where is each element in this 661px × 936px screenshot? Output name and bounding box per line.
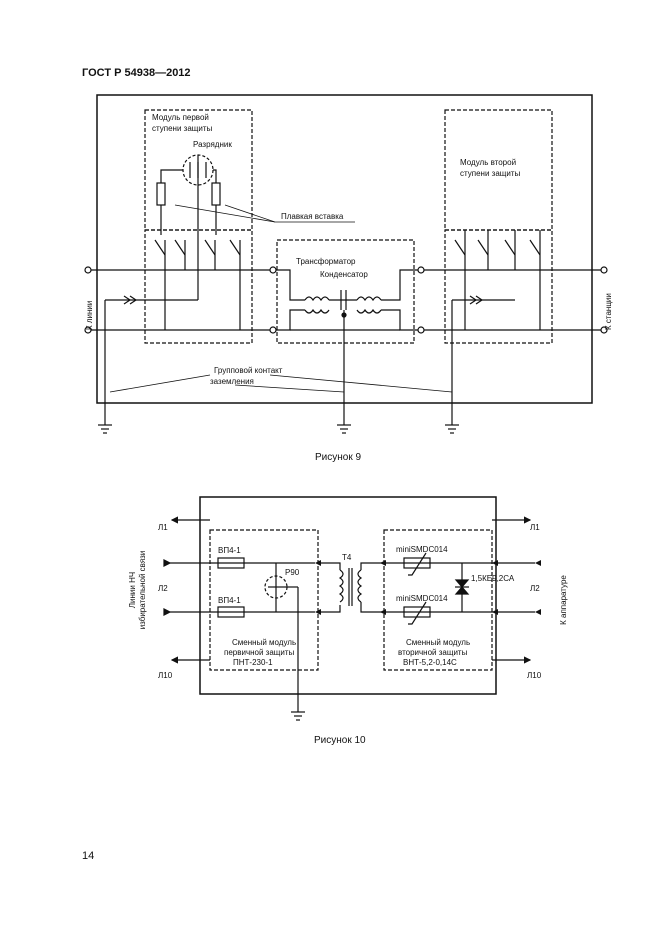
- fig9-to-line-label: К линии: [85, 301, 94, 330]
- fig9-to-station-label: К станции: [604, 293, 613, 330]
- fig10-fuse-bottom-label: ВП4-1: [218, 596, 241, 605]
- fig10-l2-left: Л2: [158, 584, 168, 593]
- fig9-arrester-label: Разрядник: [193, 140, 232, 149]
- fig9-module2-contacts-box: [444, 229, 553, 344]
- fig9-module1-label-2: ступени защиты: [152, 124, 212, 133]
- figure-10-caption: Рисунок 10: [314, 735, 366, 746]
- fig10-left-side-label-1: Линии НЧ: [128, 572, 137, 608]
- fig9-module1-box: [144, 109, 253, 231]
- fig9-capacitor-label: Конденсатор: [320, 270, 368, 279]
- fig9-fuse-label: Плавкая вставка: [281, 212, 344, 221]
- fig10-transformer-label: Т4: [342, 553, 352, 562]
- fig10-ground: [291, 711, 305, 721]
- fig10-left-side-label-2: избирательной связи: [138, 551, 147, 630]
- figure-10-diagram: [163, 496, 541, 721]
- fig9-fuse-left: [156, 182, 166, 206]
- fig10-l1-right: Л1: [530, 523, 540, 532]
- fig10-fuse-top-label: ВП4-1: [218, 546, 241, 555]
- fig10-fuse-bottom: [217, 606, 245, 618]
- fig10-primary-label-1: Сменный модуль: [232, 638, 296, 647]
- fig9-module2-box: [444, 109, 553, 231]
- fig9-module2-label-1: Модуль второй: [460, 158, 516, 167]
- fig9-ground-left: [98, 424, 112, 434]
- fig10-diode-symbol: [454, 579, 470, 588]
- fig10-fuse-top: [217, 557, 245, 569]
- fig10-l2-right: Л2: [530, 584, 540, 593]
- fig9-ground-label-1: Групповой контакт: [214, 366, 283, 375]
- fig10-primary-label-3: ПНТ-230-1: [233, 658, 273, 667]
- document-header: ГОСТ Р 54938—2012: [82, 67, 191, 79]
- fig10-right-side-label: К аппаратуре: [559, 575, 568, 625]
- fig10-diode-label: 1,5КЕ9,2СА: [471, 574, 515, 583]
- figure-9-caption: Рисунок 9: [315, 452, 362, 463]
- fig10-secondary-module-box: [383, 529, 493, 671]
- fig10-arrester-label: Р90: [285, 568, 300, 577]
- fig9-module2-label-2: ступени защиты: [460, 169, 520, 178]
- fig10-l10-right: Л10: [527, 671, 542, 680]
- fig10-secondary-label-2: вторичной защиты: [398, 648, 468, 657]
- fig9-ground-right: [445, 424, 459, 434]
- page-number: 14: [82, 850, 95, 862]
- fig10-l1-left: Л1: [158, 523, 168, 532]
- fig9-ground-label-2: заземления: [210, 377, 254, 386]
- fig9-fuse-right: [211, 182, 221, 206]
- fig10-primary-module-box: [209, 529, 319, 671]
- fig10-tvs-bottom-label: miniSMDC014: [396, 594, 448, 603]
- fig10-l10-left: Л10: [158, 671, 173, 680]
- fig10-secondary-label-3: ВНТ-5,2-0,14С: [403, 658, 457, 667]
- fig9-ground-center: [337, 424, 351, 434]
- figure-9-diagram: [84, 94, 608, 434]
- fig10-tvs-top-label: miniSMDC014: [396, 545, 448, 554]
- fig10-secondary-label-1: Сменный модуль: [406, 638, 470, 647]
- fig9-transformer-label: Трансформатор: [296, 257, 356, 266]
- fig10-primary-label-2: первичной защиты: [224, 648, 295, 657]
- fig9-transformer-box: [276, 239, 415, 344]
- fig9-module1-contacts-box: [144, 229, 253, 344]
- fig10-outer-frame: [199, 496, 497, 695]
- fig9-module1-label-1: Модуль первой: [152, 113, 209, 122]
